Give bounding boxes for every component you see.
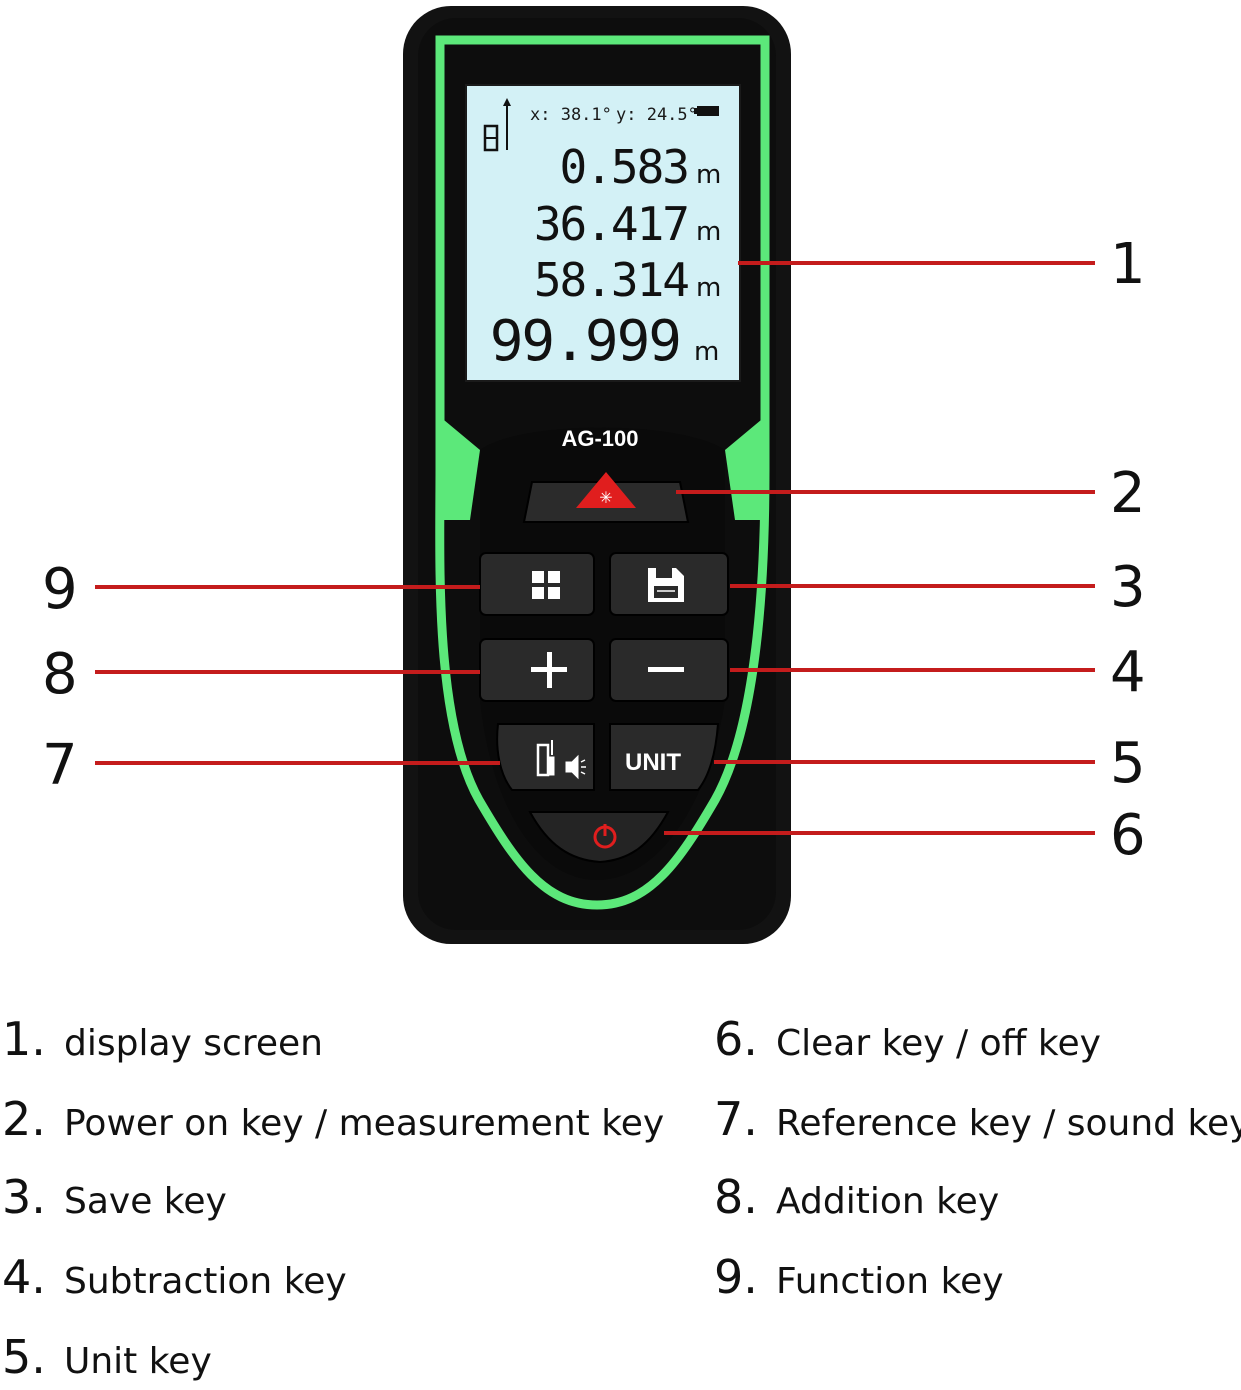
minus-icon [648,667,684,672]
legend-number: 5. [2,1330,46,1384]
legend-number: 3. [2,1170,46,1224]
model-label: AG-100 [561,426,638,451]
callout-1: 1 [1110,232,1146,297]
legend-item-8: 8. Addition key [714,1170,999,1224]
reading-4-value: 99.999 [490,309,680,374]
legend-text: Function key [776,1261,1004,1302]
reference-sound-icon [536,740,586,780]
legend-number: 8. [714,1170,758,1224]
legend-item-4: 4. Subtraction key [2,1250,347,1304]
legend-text: Addition key [776,1181,1000,1222]
power-off-key[interactable] [528,811,670,864]
callout-5: 5 [1110,731,1146,796]
plus-icon [531,652,567,688]
function-key[interactable] [479,552,595,616]
unit-key-label: UNIT [625,749,681,776]
legend-text: Reference key / sound key [776,1103,1241,1144]
right-wing [725,420,761,520]
callout-6: 6 [1110,803,1146,868]
legend-number: 9. [714,1250,758,1304]
reading-3-unit: m [696,273,721,303]
reading-1-unit: m [696,160,721,190]
legend-number: 1. [2,1012,46,1066]
grid-icon [532,571,560,599]
callout-lines [95,261,1095,835]
legend-number: 7. [714,1092,758,1146]
callout-7: 7 [42,733,78,798]
legend-number: 4. [2,1250,46,1304]
laser-icon: ✳ [576,472,636,508]
legend-text: Power on key / measurement key [64,1103,665,1144]
legend-number: 2. [2,1092,46,1146]
green-trim [435,35,770,910]
reading-4-unit: m [694,337,719,367]
legend-item-1: 1. display screen [2,1012,323,1066]
svg-text:✳: ✳ [599,488,612,507]
legend-item-9: 9. Function key [714,1250,1004,1304]
callout-4: 4 [1110,640,1146,705]
reading-2-value: 36.417 [534,197,688,251]
reference-sound-key[interactable] [496,723,595,791]
legend-text: Subtraction key [64,1261,347,1302]
legend-text: display screen [64,1023,323,1064]
legend-item-7: 7. Reference key / sound key [714,1092,1241,1146]
subtraction-key[interactable] [609,638,729,702]
save-key[interactable] [609,552,729,616]
legend-item-6: 6. Clear key / off key [714,1012,1101,1066]
save-icon [648,568,684,602]
battery-icon [694,106,719,116]
legend-text: Unit key [64,1341,212,1382]
reading-3-value: 58.314 [534,253,688,307]
legend-item-3: 3. Save key [2,1170,227,1224]
legend-text: Save key [64,1181,227,1222]
measure-key[interactable]: ✳ [522,472,690,523]
legend-text: Clear key / off key [776,1023,1101,1064]
callout-9: 9 [42,557,78,622]
tilt-x-readout: x: 38.1° [530,105,612,125]
legend-item-5: 5. Unit key [2,1330,212,1384]
power-icon [593,824,617,849]
reading-1-value: 0.583 [560,140,688,194]
callout-8: 8 [42,642,78,707]
addition-key[interactable] [479,638,595,702]
unit-key[interactable]: UNIT [609,723,720,791]
callout-3: 3 [1110,555,1146,620]
display-screen: x: 38.1° y: 24.5° 0.583 m 36.417 m 58.31… [465,84,741,382]
callout-2: 2 [1110,461,1146,526]
legend-item-2: 2. Power on key / measurement key [2,1092,664,1146]
legend-number: 6. [714,1012,758,1066]
reading-2-unit: m [696,217,721,247]
tilt-y-readout: y: 24.5° [616,105,698,125]
rangefinder-diagram: x: 38.1° y: 24.5° 0.583 m 36.417 m 58.31… [42,6,1146,944]
left-wing [444,420,480,520]
reference-icon [483,98,511,152]
